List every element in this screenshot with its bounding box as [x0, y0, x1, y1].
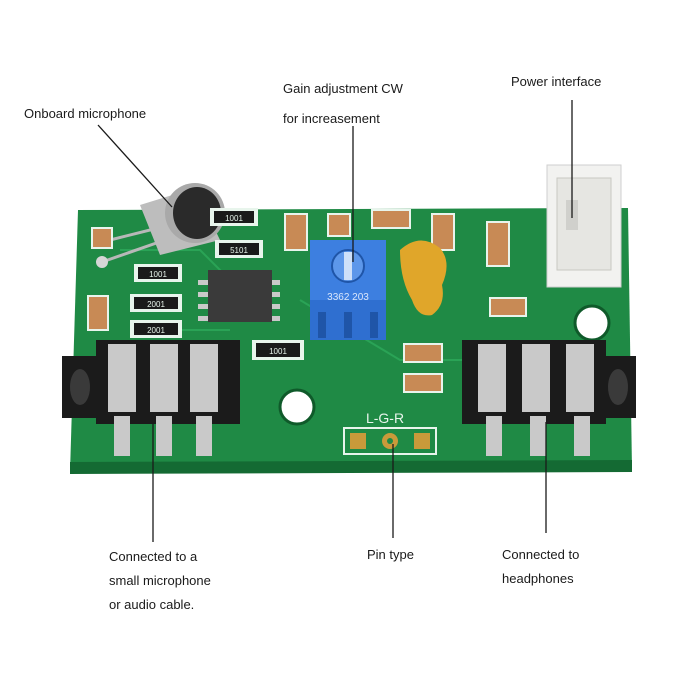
- label-input-jack: Connected to a small microphone or audio…: [109, 549, 211, 612]
- resistor-code: 1001: [225, 214, 243, 223]
- label-gain-adjustment: Gain adjustment CW for increasement: [283, 81, 403, 126]
- resistor-code: 2001: [147, 300, 165, 309]
- smd-capacitors: [87, 209, 527, 393]
- label-pin-type: Pin type: [367, 547, 414, 562]
- callout-lines: [97, 100, 573, 542]
- tantalum-capacitor: [400, 240, 447, 316]
- resistors: 1001 1001 5101 2001 2001 1001: [130, 208, 304, 360]
- mounting-hole: [278, 388, 316, 426]
- resistor-code: 5101: [230, 246, 248, 255]
- ic-chip: [198, 270, 295, 322]
- resistor-code: 2001: [147, 326, 165, 335]
- label-onboard-microphone: Onboard microphone: [24, 106, 147, 121]
- input-audio-jack: [62, 340, 240, 456]
- label-power-interface: Power interface: [511, 74, 602, 89]
- mounting-hole: [573, 304, 611, 342]
- headphone-audio-jack: [462, 340, 636, 456]
- resistor-code: 1001: [149, 270, 167, 279]
- pot-marking: 3362 203: [327, 292, 369, 303]
- label-headphones: Connected to headphones: [502, 547, 580, 586]
- power-connector: [546, 164, 622, 288]
- gain-potentiometer: 3362 203: [310, 240, 386, 340]
- pin-silkscreen: L-G-R: [366, 410, 404, 426]
- resistor-code: 1001: [269, 347, 287, 356]
- pin-header: L-G-R: [343, 410, 437, 455]
